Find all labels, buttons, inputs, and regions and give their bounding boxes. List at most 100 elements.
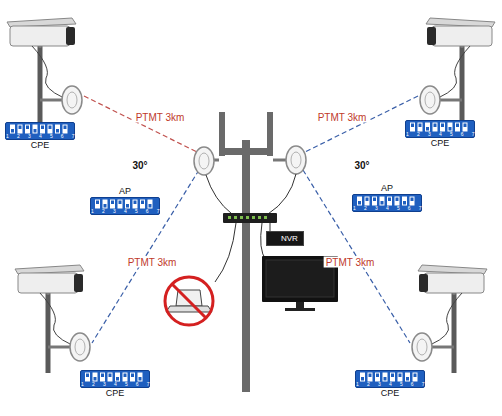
switch-lights-part bbox=[258, 216, 261, 219]
switch-slot bbox=[448, 123, 453, 132]
dip-switch: 1 2 3 4 5 6 7 8 bbox=[80, 370, 150, 388]
switch-slot bbox=[33, 125, 38, 134]
prohibition-slash bbox=[172, 284, 206, 318]
switch-lights-part bbox=[234, 216, 237, 219]
switch-toggle bbox=[41, 126, 44, 130]
switch-toggle bbox=[434, 124, 437, 128]
switch-slot bbox=[125, 200, 130, 209]
switch-slot bbox=[25, 125, 30, 134]
dip-switch-block: 1 2 3 4 5 6 7 8CPE bbox=[5, 122, 75, 151]
dip-switch-block: 1 2 3 4 5 6 7 8CPE bbox=[80, 370, 150, 399]
switch-toggle bbox=[26, 126, 29, 130]
switch-slot bbox=[103, 200, 108, 209]
switch-toggle bbox=[358, 201, 361, 205]
switch-toggle bbox=[399, 374, 402, 378]
switch-toggle bbox=[391, 374, 394, 378]
dip-switch: 1 2 3 4 5 6 7 8 bbox=[355, 370, 425, 388]
dip-switch-block: 1 2 3 4 5 6 7 8CPE bbox=[405, 120, 475, 149]
prohibition-circle bbox=[165, 277, 213, 325]
switch-slot bbox=[55, 125, 60, 134]
switch-slot bbox=[383, 373, 388, 382]
switch-slot bbox=[360, 373, 365, 382]
switch-toggle bbox=[396, 198, 399, 202]
switch-toggle bbox=[96, 201, 99, 205]
switch-slot bbox=[18, 125, 23, 134]
mast-pole bbox=[242, 140, 250, 392]
role-label: CPE bbox=[31, 140, 50, 151]
switch-slot bbox=[463, 123, 468, 132]
switch-toggle bbox=[376, 374, 379, 378]
switch-toggle bbox=[406, 377, 409, 381]
switch-toggle bbox=[109, 374, 112, 378]
switch-slot bbox=[365, 197, 370, 206]
switch-toggle bbox=[373, 198, 376, 202]
switch-toggle bbox=[139, 377, 142, 381]
switch-lights-part bbox=[246, 216, 249, 219]
switch-slot bbox=[455, 123, 460, 132]
link-line bbox=[303, 96, 418, 153]
switch-slot bbox=[140, 200, 145, 209]
switch-slot bbox=[48, 125, 53, 134]
camera-unit bbox=[412, 265, 487, 373]
switch-toggle bbox=[119, 201, 122, 205]
nvr-box: NVR bbox=[266, 231, 304, 246]
antenna-mount bbox=[273, 159, 286, 162]
ap-antenna bbox=[194, 147, 214, 175]
switch-toggle bbox=[94, 377, 97, 381]
switch-slot bbox=[410, 197, 415, 206]
switch-toggle bbox=[56, 129, 59, 133]
monitor-stand bbox=[296, 302, 304, 308]
switch-slot bbox=[123, 373, 128, 382]
switch-toggle bbox=[464, 124, 467, 128]
switch-slot bbox=[357, 197, 362, 206]
role-label: AP bbox=[119, 186, 131, 197]
switch-toggle bbox=[101, 374, 104, 378]
camera-unit bbox=[15, 265, 90, 373]
switch-toggle bbox=[426, 127, 429, 131]
switch-slot bbox=[110, 200, 115, 209]
laptop-base bbox=[166, 306, 212, 312]
switch-toggle bbox=[116, 377, 119, 381]
switch-slot bbox=[410, 123, 415, 132]
switch-numbers: 1 2 3 4 5 6 7 8 bbox=[81, 382, 149, 387]
cable bbox=[215, 223, 236, 282]
switch-toggle bbox=[49, 126, 52, 130]
cable bbox=[206, 175, 232, 214]
switch-toggle bbox=[126, 204, 129, 208]
switch-lights-part bbox=[264, 216, 267, 219]
camera-unit bbox=[7, 18, 82, 126]
switch-slot bbox=[375, 373, 380, 382]
switch-slot bbox=[118, 200, 123, 209]
switch-slot bbox=[108, 373, 113, 382]
switch-toggle bbox=[411, 124, 414, 128]
switch-numbers: 1 2 3 4 5 6 7 8 bbox=[406, 132, 474, 137]
switch-toggle bbox=[403, 201, 406, 205]
switch-numbers: 1 2 3 4 5 6 7 8 bbox=[6, 134, 74, 139]
device-label: NVR bbox=[266, 231, 304, 246]
link-line bbox=[84, 96, 199, 153]
switch-toggle bbox=[361, 377, 364, 381]
switch-toggle bbox=[414, 374, 417, 378]
link-distance: PTMT 3km bbox=[134, 112, 187, 123]
cable bbox=[270, 223, 271, 231]
wireless-links bbox=[84, 96, 418, 343]
link-distance: PTMT 3km bbox=[316, 112, 369, 123]
switch-slot bbox=[387, 197, 392, 206]
role-label: CPE bbox=[431, 138, 450, 149]
switch-toggle bbox=[441, 124, 444, 128]
switch-toggle bbox=[449, 127, 452, 131]
beam-angle: 30° bbox=[130, 160, 149, 171]
switch-slot bbox=[10, 125, 15, 134]
camera-unit bbox=[420, 18, 495, 126]
switch-toggle bbox=[34, 129, 37, 133]
switch-slot bbox=[425, 123, 430, 132]
switch-toggle bbox=[86, 374, 89, 378]
ap-antenna bbox=[286, 146, 306, 174]
switch-toggle bbox=[104, 204, 107, 208]
role-label: AP bbox=[381, 183, 393, 194]
switch-slot bbox=[368, 373, 373, 382]
switch-toggle bbox=[388, 198, 391, 202]
switch-slot bbox=[402, 197, 407, 206]
dip-switch-block: 1 2 3 4 5 6 7 8CPE bbox=[355, 370, 425, 399]
switch-slot bbox=[433, 123, 438, 132]
